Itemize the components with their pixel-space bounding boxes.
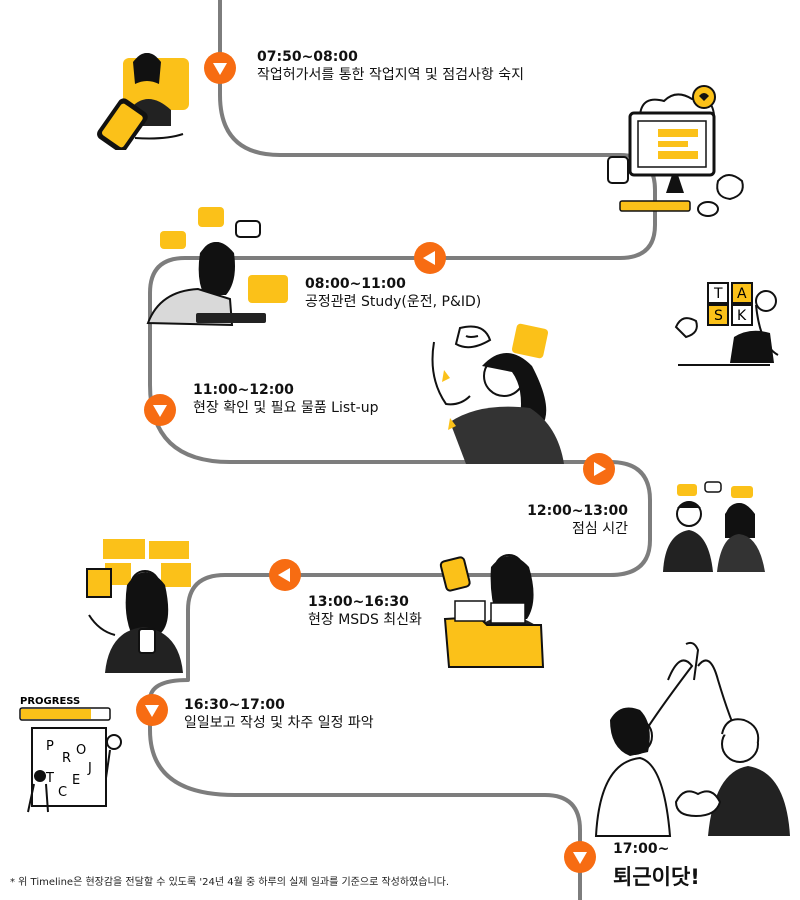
task-board-illustration: T A S K (674, 282, 779, 366)
timeline-entry: 13:00~16:30 현장 MSDS 최신화 (308, 593, 422, 629)
entry-desc: 현장 확인 및 필요 물품 List-up (193, 400, 379, 417)
entry-time: 16:30~17:00 (184, 697, 285, 713)
entry-time: 07:50~08:00 (257, 49, 358, 65)
right-arrow-icon (583, 453, 615, 485)
timeline-entry: 16:30~17:00 일일보고 작성 및 차주 일정 파악 (184, 696, 374, 732)
project-letter: J (87, 761, 92, 776)
down-arrow-icon (204, 52, 236, 84)
woman-with-notes-illustration (86, 539, 191, 673)
task-letter: S (714, 308, 723, 324)
project-letter: P (46, 739, 54, 754)
timeline-entry: 12:00~13:00 점심 시간 (500, 502, 628, 538)
entry-time: 17:00~ (613, 841, 670, 857)
timeline-entry: 07:50~08:00 작업허가서를 통한 작업지역 및 점검사항 숙지 (257, 48, 524, 84)
timeline-entry: 17:00~ 퇴근이닷! (613, 840, 700, 891)
left-arrow-icon (414, 242, 446, 274)
project-letter: C (58, 785, 67, 800)
progress-label: PROGRESS (20, 696, 80, 707)
down-arrow-icon (564, 841, 596, 873)
woman-with-phone-illustration (97, 53, 189, 150)
footnote: * 위 Timeline은 현장감을 전달할 수 있도록 '24년 4월 중 하… (10, 877, 450, 888)
woman-studying-illustration (146, 207, 288, 327)
project-letter: T (45, 771, 54, 786)
entry-desc: 일일보고 작성 및 차주 일정 파악 (184, 715, 374, 732)
entry-time: 08:00~11:00 (305, 276, 406, 292)
entry-desc: 작업허가서를 통한 작업지역 및 점검사항 숙지 (257, 67, 524, 84)
task-letter: T (713, 286, 723, 302)
entry-desc: 공정관련 Study(운전, P&ID) (305, 294, 482, 311)
task-letter: K (737, 308, 747, 324)
high-five-illustration (594, 641, 790, 837)
down-arrow-icon (136, 694, 168, 726)
entry-time: 12:00~13:00 (527, 503, 628, 519)
entry-desc: 점심 시간 (572, 521, 628, 538)
people-chatting-illustration (663, 481, 765, 572)
timeline-entry: 11:00~12:00 현장 확인 및 필요 물품 List-up (193, 381, 378, 417)
down-arrow-icon (144, 394, 176, 426)
task-letter: A (737, 286, 747, 302)
project-letter: E (72, 773, 80, 788)
entry-desc: 퇴근이닷! (613, 865, 700, 890)
entry-time: 11:00~12:00 (193, 382, 294, 398)
project-progress-illustration: PROGRESS P R O J E C T (19, 696, 122, 813)
left-arrow-icon (269, 559, 301, 591)
computer-desk-illustration (607, 85, 744, 217)
project-letter: R (62, 751, 71, 766)
entry-desc: 현장 MSDS 최신화 (308, 612, 422, 629)
woman-strong-arm-illustration (431, 323, 564, 464)
timeline-entry: 08:00~11:00 공정관련 Study(운전, P&ID) (305, 275, 481, 311)
project-letter: O (76, 743, 86, 758)
woman-with-folder-illustration (439, 554, 545, 668)
entry-time: 13:00~16:30 (308, 594, 409, 610)
